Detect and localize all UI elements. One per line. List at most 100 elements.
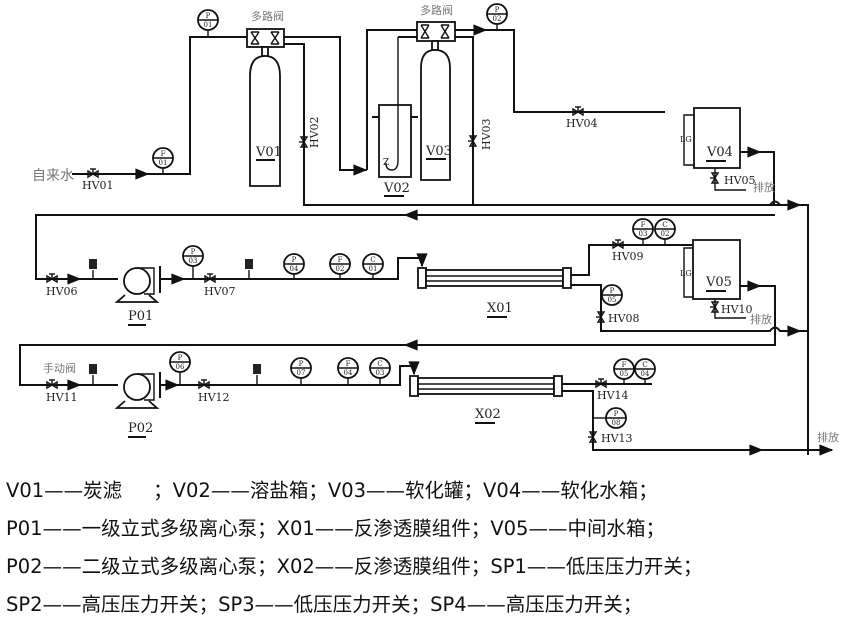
- valve-hv07[interactable]: [204, 273, 216, 284]
- instrument-f02: F02: [329, 253, 351, 279]
- legend-terminator: ；: [622, 593, 643, 616]
- legend-description: 软化水箱: [560, 479, 639, 502]
- legend-terminator: ；: [638, 479, 658, 502]
- instrument-p04: P04: [283, 253, 305, 279]
- tank-v05[interactable]: [683, 239, 741, 300]
- instrument-number: 03: [189, 257, 198, 265]
- multiway-valve-1[interactable]: [246, 28, 285, 48]
- valve-hv03[interactable]: [468, 135, 478, 147]
- legend-item-x01: X01——反渗透膜组件；: [277, 517, 491, 540]
- instrument-number: 03: [639, 230, 648, 238]
- instrument-number: 06: [176, 363, 185, 371]
- legend-tag: V05: [490, 517, 529, 540]
- instrument-p08: P08: [593, 407, 627, 429]
- instrument-number: 07: [297, 369, 306, 377]
- instrument-type: P: [191, 248, 196, 256]
- svg-text:Z: Z: [383, 158, 389, 168]
- valve-hv05[interactable]: [710, 172, 720, 184]
- pump-p01[interactable]: [114, 266, 161, 303]
- legend-separator: ——: [466, 593, 506, 616]
- legend-row: P02——二级立式多级离心泵；X02——反渗透膜组件；SP1——低压压力开关；: [6, 548, 846, 586]
- legend-terminator: ；: [410, 593, 431, 616]
- manual-valve-label: 手动阀: [43, 361, 76, 375]
- instrument-type: P: [614, 410, 619, 418]
- pressure-switch-sp3: [89, 364, 97, 385]
- ro-membrane-x01[interactable]: [416, 253, 572, 289]
- legend-description: 低压压力开关: [565, 555, 683, 578]
- instrument-f01: F01: [152, 147, 174, 174]
- pump-p02[interactable]: [114, 372, 161, 409]
- legend-tag: SP1: [490, 555, 527, 578]
- legend-tag: SP3: [218, 593, 255, 616]
- valve-hv04[interactable]: [572, 106, 584, 117]
- legend-terminator: ；: [470, 555, 491, 578]
- legend-separator: ——: [42, 555, 82, 578]
- instrument-p06: P06: [169, 351, 191, 385]
- legend-terminator: ；: [122, 479, 173, 502]
- instrument-type: F: [346, 360, 351, 368]
- v04-level-gauge: LG: [680, 135, 692, 144]
- instrument-number: 04: [641, 370, 650, 378]
- instrument-type: P: [495, 6, 500, 14]
- legend-item-p01: P01——一级立式多级离心泵；: [6, 517, 277, 540]
- valve-hv08[interactable]: [596, 311, 606, 323]
- legend-tag: P01: [6, 517, 43, 540]
- multiway-valve-1-label: 多路阀: [251, 9, 284, 23]
- valve-hv02[interactable]: [299, 136, 309, 148]
- legend-tag: X01: [276, 517, 315, 540]
- multiway-valve-2-label: 多路阀: [420, 3, 453, 17]
- legend-item-sp4: SP4——高压压力开关；: [430, 593, 642, 616]
- valve-hv10[interactable]: [710, 301, 720, 313]
- instrument-type: C: [370, 256, 375, 264]
- instrument-f03: F03: [632, 218, 654, 245]
- equipment-legend: V01——炭滤 ；V02——溶盐箱；V03——软化罐；V04——软化水箱；P01…: [6, 472, 846, 624]
- legend-item-x02: X02——反渗透膜组件；: [277, 555, 491, 578]
- legend-terminator: ；: [198, 593, 219, 616]
- drain-label-2: 排放: [750, 312, 772, 326]
- legend-separator: ——: [528, 517, 568, 540]
- valve-hv01-label: HV01: [82, 179, 114, 192]
- valve-hv06[interactable]: [46, 273, 58, 284]
- legend-separator: ——: [210, 479, 250, 502]
- valve-hv08-label: HV08: [608, 312, 640, 325]
- drain-label-3: 排放: [817, 430, 839, 444]
- drain-label-1: 排放: [753, 180, 775, 194]
- valve-hv12[interactable]: [198, 379, 210, 390]
- valve-hv14[interactable]: [595, 378, 607, 389]
- valve-hv09-label: HV09: [612, 250, 644, 263]
- instrument-number: 01: [369, 265, 378, 273]
- instrument-type: F: [622, 361, 627, 369]
- instrument-type: F: [161, 150, 166, 158]
- instrument-c02: C02: [654, 218, 676, 245]
- valve-hv11[interactable]: [46, 379, 58, 390]
- legend-row: V01——炭滤 ；V02——溶盐箱；V03——软化罐；V04——软化水箱；: [6, 472, 846, 510]
- multiway-valve-2[interactable]: [416, 21, 456, 42]
- tank-v03[interactable]: [420, 40, 451, 181]
- tank-v05-tag: V05: [705, 275, 732, 290]
- ro-membrane-x02[interactable]: [408, 361, 563, 397]
- legend-terminator: ；: [257, 517, 277, 540]
- tank-v01[interactable]: [249, 46, 281, 187]
- inlet-label: 自来水: [32, 168, 74, 184]
- instrument-number: 04: [344, 369, 353, 377]
- legend-item-sp2: SP2——高压压力开关；: [6, 593, 218, 616]
- valve-hv10-label: HV10: [721, 303, 753, 316]
- tank-v02[interactable]: Z: [372, 37, 418, 178]
- valve-hv01[interactable]: [87, 168, 99, 179]
- ro-membrane-x01-tag: X01: [487, 301, 513, 316]
- instrument-c03: C03: [369, 357, 391, 385]
- tank-v04[interactable]: [683, 107, 741, 169]
- instrument-f04: F04: [337, 357, 359, 385]
- legend-terminator: ；: [308, 479, 328, 502]
- valve-hv13[interactable]: [588, 431, 598, 443]
- legend-terminator: ；: [682, 555, 703, 578]
- legend-row: SP2——高压压力开关；SP3——低压压力开关；SP4——高压压力开关；: [6, 586, 846, 624]
- legend-separator: ——: [44, 479, 84, 502]
- valve-hv14-label: HV14: [597, 389, 629, 402]
- valve-hv03-label: HV03: [480, 118, 493, 150]
- legend-item-v03: V03——软化罐；: [328, 479, 483, 502]
- instrument-number: 08: [612, 419, 621, 427]
- ro-membrane-x02-tag: X02: [475, 407, 501, 422]
- valve-hv09[interactable]: [612, 239, 624, 250]
- valve-hv07-label: HV07: [204, 285, 236, 298]
